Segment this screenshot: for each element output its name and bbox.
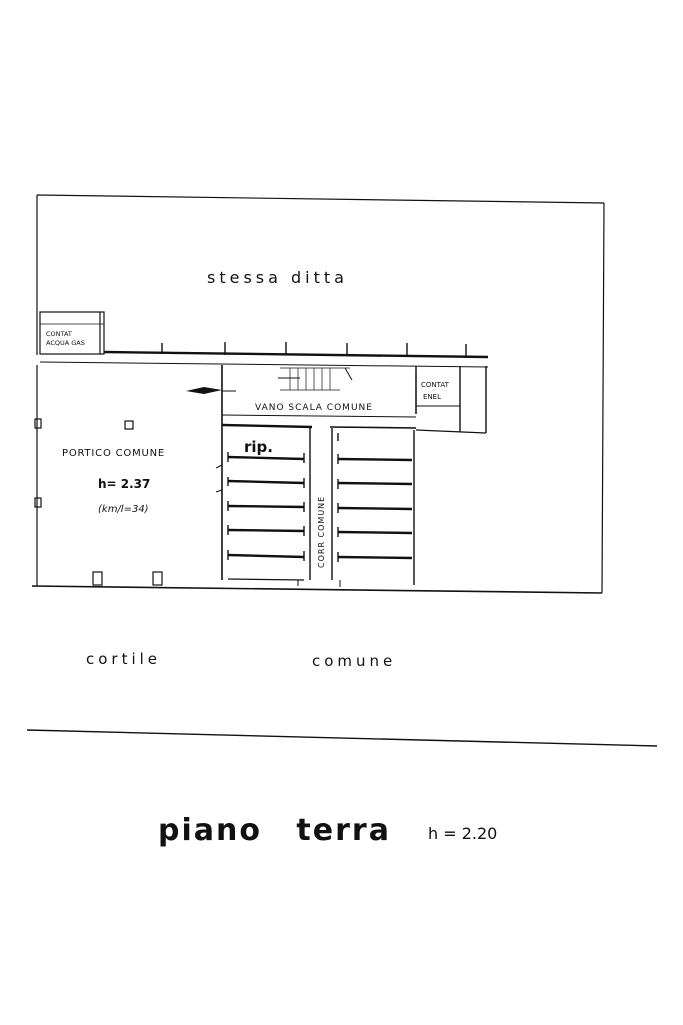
meter-box-enel: CONTAT ENEL: [415, 366, 487, 434]
portico-note: (km/l=34): [98, 504, 149, 515]
boundary-fence: [39, 342, 489, 368]
entry-arrow: [186, 387, 222, 394]
portico: PORTICO COMUNE h= 2.37 (km/l=34): [34, 418, 223, 586]
portico-label: PORTICO COMUNE: [62, 448, 165, 459]
outer-boundary: [31, 194, 605, 594]
cellar-stalls: rip. CORR COMUNE: [227, 427, 415, 587]
top-neighbor-label: stessa ditta: [207, 268, 348, 287]
staircase: [278, 367, 353, 391]
contat-acqua-gas-line2: ACQUA GAS: [46, 339, 85, 347]
meter-box-acqua-gas: CONTAT ACQUA GAS: [39, 311, 105, 355]
vano-scala-label: VANO SCALA COMUNE: [255, 403, 373, 413]
courtyard-label-left: cortile: [86, 650, 161, 668]
contat-enel-line1: CONTAT: [421, 381, 450, 389]
contat-acqua-gas-line1: CONTAT: [46, 330, 72, 338]
divider-line: [26, 729, 658, 747]
corridor-label: CORR COMUNE: [317, 496, 326, 568]
contat-enel-line2: ENEL: [423, 393, 441, 401]
floor-height: h = 2.20: [428, 824, 497, 843]
courtyard-label-right: comune: [312, 652, 396, 670]
rip-label: rip.: [244, 438, 273, 456]
stair-hall: VANO SCALA COMUNE: [186, 365, 417, 580]
floor-title: piano terra: [158, 813, 391, 848]
portico-height: h= 2.37: [98, 477, 150, 491]
